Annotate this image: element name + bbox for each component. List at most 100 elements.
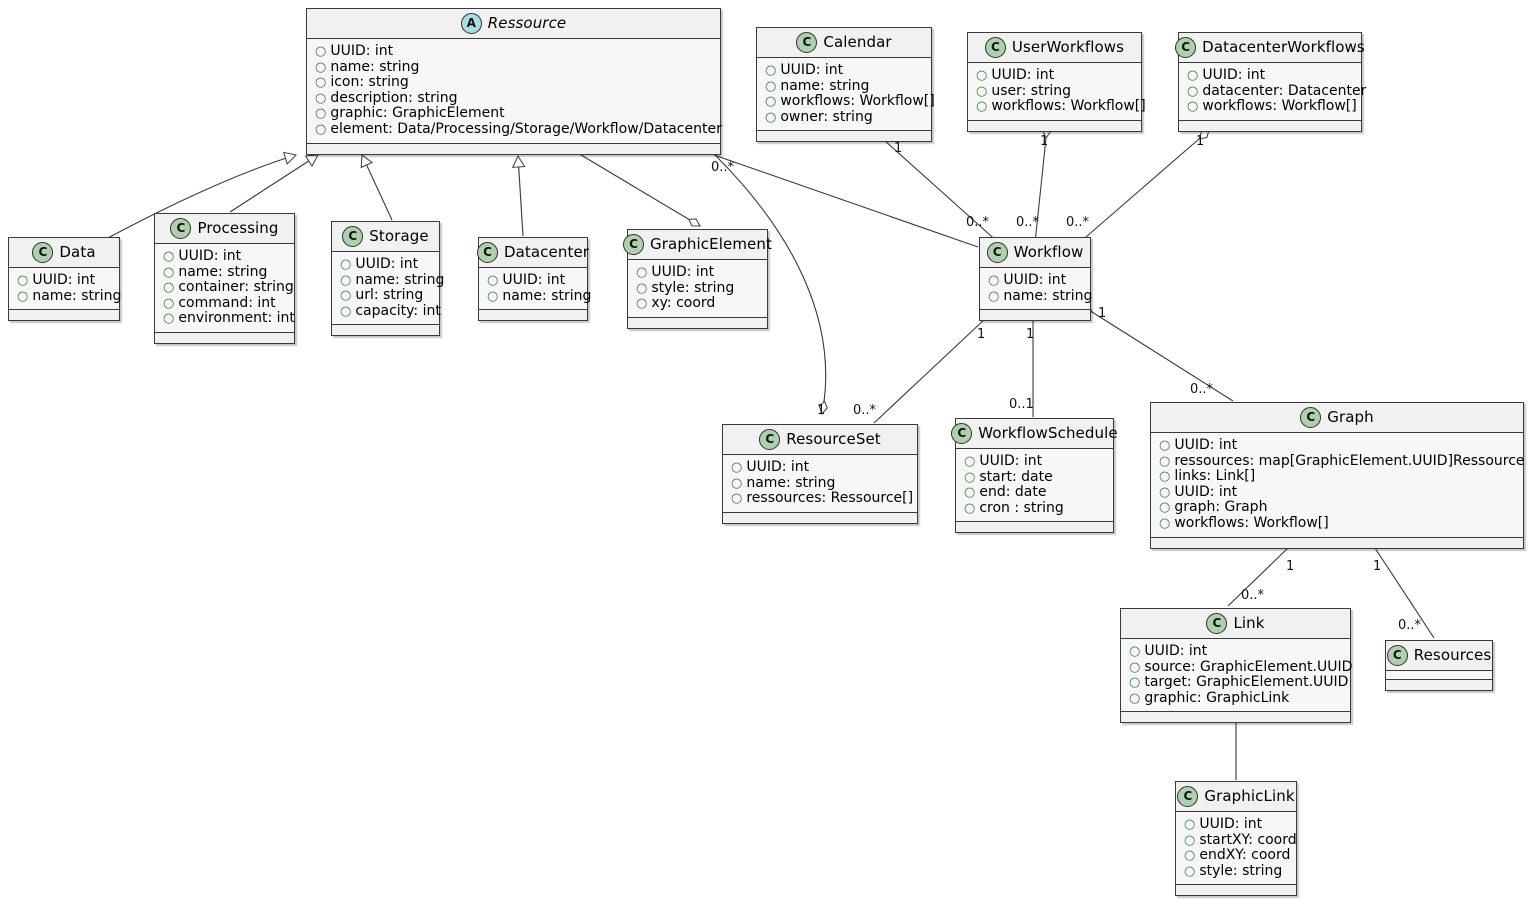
class-methods-graphicelement — [628, 317, 767, 328]
attribute-row: ○UUID: int — [1158, 437, 1516, 454]
attribute-row: ○links: Link[] — [1158, 468, 1516, 485]
attribute-row: ○graphic: GraphicLink — [1128, 690, 1343, 707]
public-visibility-icon: ○ — [315, 121, 327, 137]
public-visibility-icon: ○ — [636, 265, 648, 280]
class-methods-ressource — [307, 143, 720, 154]
attribute-text: UUID: int — [1003, 272, 1067, 288]
multiplicity-label: 1 — [1040, 134, 1049, 149]
class-icon: C — [1206, 612, 1228, 634]
attribute-text: source: GraphicElement.UUID — [1144, 658, 1353, 675]
class-name-resourceset: ResourceSet — [786, 430, 881, 448]
attribute-text: UUID: int — [1199, 816, 1263, 832]
attribute-text: UUID: int — [330, 43, 394, 59]
attribute-text: description: string — [330, 89, 458, 106]
public-visibility-icon: ○ — [163, 264, 175, 280]
class-methods-graphiclink — [1176, 885, 1296, 896]
public-visibility-icon: ○ — [1129, 644, 1141, 659]
class-methods-userworkflows — [968, 120, 1141, 131]
attribute-text: name: string — [32, 287, 122, 304]
edge-datacenter-inherits-ressource — [511, 154, 526, 237]
multiplicity-label: 0..1 — [1009, 397, 1034, 412]
public-visibility-icon: ○ — [1159, 484, 1171, 500]
attribute-row: ○url: string — [339, 287, 432, 304]
attribute-text: workflows: Workflow[] — [991, 98, 1146, 115]
class-attributes-resourceset: ○UUID: int○name: string○ressources: Ress… — [723, 455, 917, 513]
class-name-link: Link — [1233, 614, 1265, 632]
attribute-text: workflows: Workflow[] — [1174, 514, 1329, 531]
class-methods-datacenter — [479, 310, 587, 321]
public-visibility-icon: ○ — [1159, 515, 1171, 531]
public-visibility-icon: ○ — [1187, 68, 1199, 83]
attribute-text: name: string — [355, 271, 445, 288]
multiplicity-label: 0..* — [711, 160, 735, 175]
attribute-text: url: string — [355, 287, 424, 304]
public-visibility-icon: ○ — [976, 83, 988, 99]
attribute-text: UUID: int — [991, 67, 1055, 83]
public-visibility-icon: ○ — [964, 469, 976, 485]
class-attributes-storage: ○UUID: int○name: string○url: string○capa… — [332, 252, 444, 326]
multiplicity-label: 1 — [1026, 327, 1035, 342]
attribute-row: ○ressources: map[GraphicElement.UUID]Res… — [1158, 453, 1525, 470]
attribute-row: ○ressources: Ressource[] — [730, 490, 913, 507]
multiplicity-label: 0..* — [1241, 588, 1265, 603]
attribute-text: element: Data/Processing/Storage/Workflo… — [330, 120, 722, 137]
attribute-row: ○UUID: int — [730, 459, 910, 476]
attribute-row: ○UUID: int — [314, 43, 713, 60]
attribute-row: ○UUID: int — [16, 272, 112, 289]
attribute-row: ○owner: string — [764, 109, 924, 126]
class-icon: C — [1300, 406, 1322, 428]
attribute-row: ○icon: string — [314, 74, 713, 91]
class-name-ressource: Ressource — [487, 14, 567, 32]
attribute-row: ○name: string — [162, 264, 287, 281]
attribute-row: ○name: string — [730, 475, 910, 492]
class-name-storage: Storage — [369, 227, 429, 245]
attribute-row: ○target: GraphicElement.UUID — [1128, 674, 1348, 691]
attribute-text: workflows: Workflow[] — [780, 93, 935, 110]
class-attributes-processing: ○UUID: int○name: string○container: strin… — [155, 244, 295, 333]
public-visibility-icon: ○ — [315, 59, 327, 75]
multiplicity-label: 1 — [1373, 559, 1382, 574]
class-attributes-graphiclink: ○UUID: int○startXY: coord○endXY: coord○s… — [1176, 812, 1297, 886]
public-visibility-icon: ○ — [964, 500, 976, 516]
public-visibility-icon: ○ — [988, 273, 1000, 288]
attribute-text: UUID: int — [1144, 643, 1208, 659]
public-visibility-icon: ○ — [1184, 848, 1196, 864]
multiplicity-label: 1 — [817, 403, 826, 418]
public-visibility-icon: ○ — [636, 280, 648, 296]
attribute-text: UUID: int — [979, 453, 1043, 469]
public-visibility-icon: ○ — [163, 311, 175, 327]
attribute-text: environment: int — [178, 310, 295, 327]
attribute-text: user: string — [991, 82, 1071, 99]
public-visibility-icon: ○ — [1184, 817, 1196, 832]
attribute-row: ○UUID: int — [987, 272, 1083, 289]
attribute-row: ○name: string — [16, 288, 121, 305]
attribute-row: ○workflows: Workflow[] — [1186, 98, 1357, 115]
edge-workflow-resourceset — [873, 308, 997, 424]
attribute-row: ○command: int — [162, 295, 287, 312]
public-visibility-icon: ○ — [1159, 438, 1171, 453]
attribute-text: graphic: GraphicElement — [330, 105, 505, 122]
